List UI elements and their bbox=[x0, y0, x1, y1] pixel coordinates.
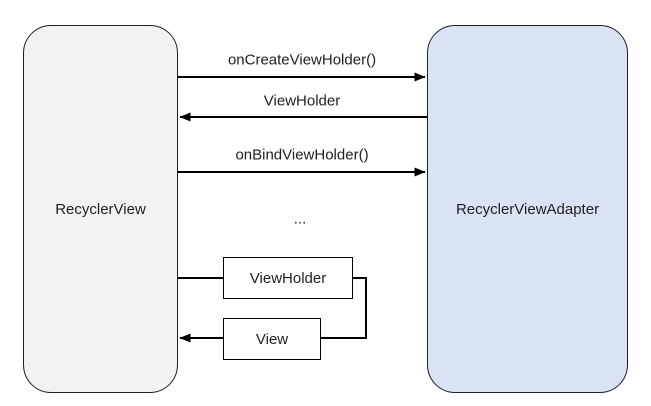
label-oncreateviewholder: onCreateViewHolder() bbox=[227, 51, 377, 69]
recyclerview-box-label: RecyclerView bbox=[55, 200, 146, 218]
label-ellipsis: ... bbox=[293, 210, 307, 228]
view-inner-box: View bbox=[223, 318, 321, 360]
label-viewholder-return: ViewHolder bbox=[263, 92, 341, 110]
recyclerview-box: RecyclerView bbox=[23, 25, 178, 393]
viewholder-inner-box: ViewHolder bbox=[223, 257, 353, 299]
recyclerviewadapter-box-label: RecyclerViewAdapter bbox=[455, 200, 600, 218]
viewholder-inner-box-label: ViewHolder bbox=[249, 269, 327, 287]
label-onbindviewholder: onBindViewHolder() bbox=[235, 146, 369, 164]
recyclerviewadapter-box: RecyclerViewAdapter bbox=[427, 25, 628, 393]
view-inner-box-label: View bbox=[255, 330, 289, 348]
